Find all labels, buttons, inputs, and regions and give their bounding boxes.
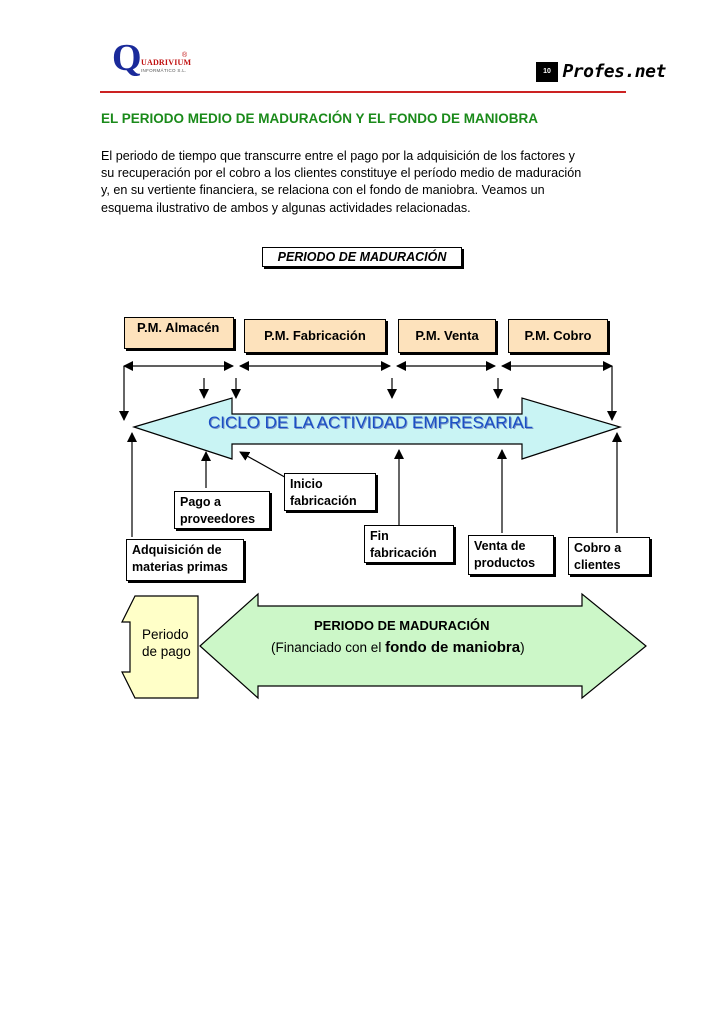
header-rule	[100, 91, 626, 93]
logo-subtitle: INFORMÁTICO S.L.	[141, 68, 187, 73]
phase-fabricacion: P.M. Fabricación	[244, 319, 386, 353]
event-venta-productos: Venta de productos	[468, 535, 554, 575]
event-cobro-clientes: Cobro a clientes	[568, 537, 650, 575]
event-arrows	[127, 432, 622, 537]
event-line: Cobro a	[574, 541, 622, 555]
profes-logo: 10 Profes.net	[536, 61, 666, 83]
event-line: clientes	[574, 558, 621, 572]
pago-period-shape	[121, 595, 199, 699]
event-fin-fabricacion: Fin fabricación	[364, 525, 454, 563]
quadrivium-logo: Q	[112, 37, 142, 79]
tick-arrows	[119, 366, 617, 421]
event-adquisicion-materias: Adquisición de materias primas	[126, 539, 244, 581]
event-line: productos	[474, 556, 536, 570]
pago-period-line: Periodo	[142, 627, 189, 642]
event-line: fabricación	[290, 494, 357, 508]
event-line: proveedores	[180, 512, 256, 526]
phase-almacen: P.M. Almacén	[124, 317, 234, 349]
paragraph-line: esquema ilustrativo de ambos y algunas a…	[101, 200, 471, 215]
cycle-arrow-shape	[131, 397, 623, 460]
event-line: materias primas	[132, 560, 228, 574]
profes-logo-text: Profes.net	[562, 61, 666, 82]
cycle-label: CICLO DE LA ACTIVIDAD EMPRESARIAL	[208, 413, 533, 432]
paragraph-line: El periodo de tiempo que transcurre entr…	[101, 149, 575, 163]
maduracion-arrow-shape	[199, 592, 647, 700]
maduracion-emphasis: fondo de maniobra	[385, 639, 521, 656]
event-inicio-fabricacion: Inicio fabricación	[284, 473, 376, 511]
document-title: EL PERIODO MEDIO DE MADURACIÓN Y EL FOND…	[101, 111, 539, 126]
logo-registered-mark: ®	[182, 52, 188, 59]
pago-period-label: Periodo de pago	[142, 626, 191, 660]
intro-paragraph: El periodo de tiempo que transcurre entr…	[101, 148, 631, 217]
event-line: Fin	[370, 529, 389, 543]
maduracion-arrow-title: PERIODO DE MADURACIÓN	[314, 618, 490, 633]
phase-venta: P.M. Venta	[398, 319, 496, 353]
event-line: fabricación	[370, 546, 437, 560]
pago-period-line: de pago	[142, 644, 191, 659]
paragraph-line: su recuperación por el cobro a los clien…	[101, 166, 582, 181]
event-line: Pago a	[180, 495, 221, 509]
diagram-heading: PERIODO DE MADURACIÓN	[262, 247, 462, 267]
event-line: Adquisición de	[132, 543, 222, 557]
event-pago-proveedores: Pago a proveedores	[174, 491, 270, 529]
logo-brand-text: UADRIVIUM	[141, 58, 192, 67]
phase-cobro: P.M. Cobro	[508, 319, 608, 353]
maduracion-arrow-subtitle: (Financiado con el fondo de maniobra)	[271, 639, 525, 656]
event-line: Venta de	[474, 539, 526, 553]
logo-letter: Q	[112, 37, 142, 79]
maduracion-suffix: )	[520, 640, 525, 655]
event-arrow-inicio	[239, 451, 291, 481]
event-line: Inicio	[290, 477, 323, 491]
profes-logo-box: 10	[536, 61, 558, 82]
paragraph-line: y, en su vertiente financiera, se relaci…	[101, 183, 545, 198]
maduracion-prefix: (Financiado con el	[271, 640, 386, 655]
